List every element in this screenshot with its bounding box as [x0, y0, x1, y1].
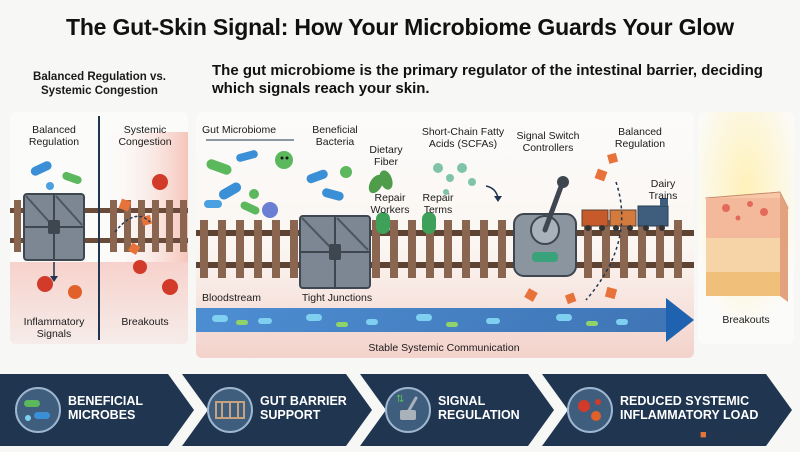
svg-text:⇅: ⇅ [396, 394, 404, 405]
comparison-illustration [10, 112, 188, 344]
label-dietary-fiber: Dietary Fiber [369, 144, 403, 168]
bloodstream-arrow [196, 298, 694, 342]
label-breakouts-right: Breakouts [722, 314, 770, 326]
step-4-chevron [542, 374, 792, 446]
inflammation-step-icon [567, 387, 613, 433]
label-systemic: Systemic Congestion [118, 124, 172, 148]
label-balanced-regulation: Balanced Regulation [614, 126, 666, 150]
gut-barrier-illustration [196, 112, 694, 358]
steps-bar: ⇅ BENEFICIAL MICROBES GUT BARRIER SUPPOR… [0, 368, 800, 452]
step-1-label: BENEFICIAL MICROBES [68, 394, 143, 422]
microbes-icon [30, 161, 82, 190]
label-inflammatory: Inflammatory Signals [23, 316, 85, 340]
label-signal-switch: Signal Switch Controllers [516, 130, 580, 154]
dairy-train-icon [581, 198, 669, 231]
steps-chevrons: ⇅ [0, 368, 800, 452]
track-ties [200, 220, 682, 278]
label-repair-terms: Repair Terms [422, 192, 454, 216]
gut-microbiome-icon [204, 150, 352, 218]
label-breakouts-left: Breakouts [121, 316, 169, 328]
label-repair-workers: Repair Workers [370, 192, 410, 216]
label-dairy-trains: Dairy Trains [648, 178, 678, 202]
label-gut-microbiome: Gut Microbiome [202, 124, 277, 136]
step-2-label: GUT BARRIER SUPPORT [260, 394, 347, 422]
signal-step-icon: ⇅ [385, 387, 431, 433]
barrier-step-icon [207, 387, 253, 433]
gut-barrier-panel: Gut Microbiome Beneficial Bacteria Dieta… [196, 112, 694, 358]
left-panel-heading: Balanced Regulation vs. Systemic Congest… [33, 71, 166, 97]
signal-switch-icon [513, 176, 577, 277]
comparison-panel: Balanced Regulation Systemic Congestion … [10, 112, 188, 344]
brand-logo: ■ BugSpeaks [700, 429, 770, 441]
skin-block-icon [705, 191, 789, 302]
dietary-fiber-icon [368, 170, 393, 194]
brand-name: BugSpeaks [709, 429, 770, 441]
brand-icon: ■ [700, 429, 707, 441]
step-4-label: REDUCED SYSTEMIC INFLAMMATORY LOAD [620, 394, 759, 422]
inflammation-icon [37, 174, 178, 299]
label-balanced: Balanced Regulation [28, 124, 80, 148]
skin-illustration [698, 112, 794, 344]
lead-text: The gut microbiome is the primary regula… [212, 62, 763, 97]
page-title: The Gut-Skin Signal: How Your Microbiome… [65, 14, 734, 40]
label-beneficial-bacteria: Beneficial Bacteria [312, 124, 358, 148]
label-stable-comm: Stable Systemic Communication [368, 342, 520, 354]
skin-panel: Breakouts [698, 112, 794, 344]
step-3-label: SIGNAL REGULATION [438, 394, 520, 422]
microbes-step-icon [15, 387, 61, 433]
scfa-drops-icon [433, 163, 476, 195]
label-bloodstream: Bloodstream [202, 292, 261, 304]
closed-gate-icon [23, 193, 85, 261]
tight-junction-gate-icon [299, 215, 371, 289]
label-tight-junctions: Tight Junctions [301, 292, 373, 304]
label-scfa: Short-Chain Fatty Acids (SCFAs) [421, 126, 505, 150]
repair-workers-icon [376, 212, 436, 234]
